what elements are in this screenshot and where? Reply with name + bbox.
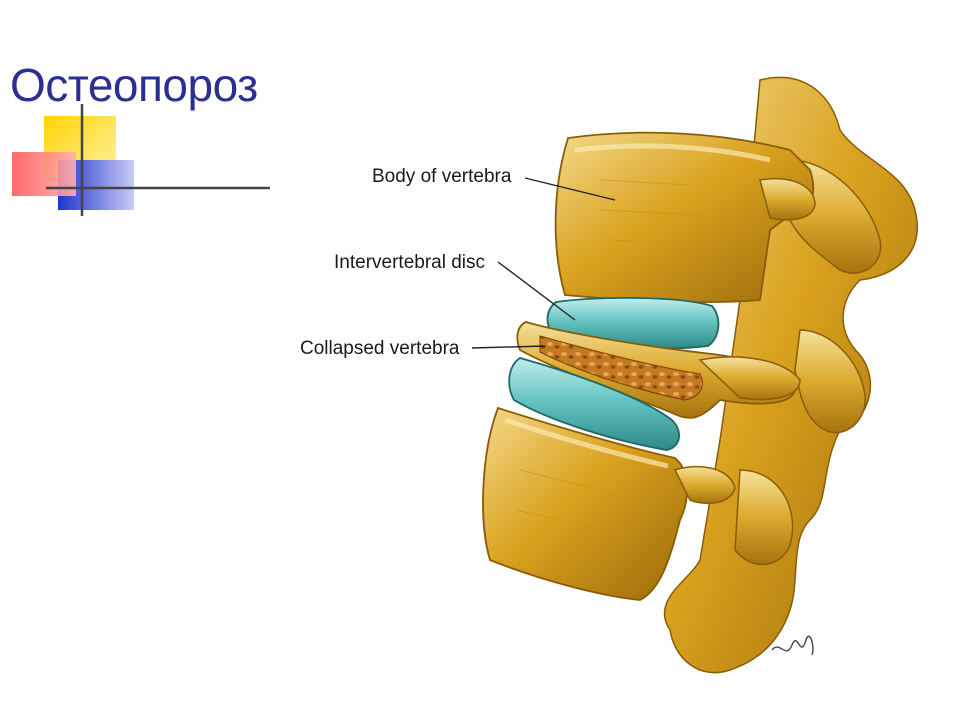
slide-title: Остеопороз [10,59,258,111]
artist-signature [771,635,814,656]
leader-line-disc [497,261,576,321]
label-intervertebral-disc: Intervertebral disc [334,252,485,273]
upper-vertebra-body [554,131,815,303]
label-body-of-vertebra: Body of vertebra [372,166,512,187]
title-decoration [12,104,270,216]
leader-line-collapsed [471,345,546,349]
intervertebral-disc-lower [508,357,680,451]
lower-vertebra-body [482,406,688,601]
label-collapsed-vertebra: Collapsed vertebra [300,338,460,359]
pedicles [673,178,816,505]
leader-line-body [524,177,616,201]
collapsed-vertebra [516,321,796,419]
